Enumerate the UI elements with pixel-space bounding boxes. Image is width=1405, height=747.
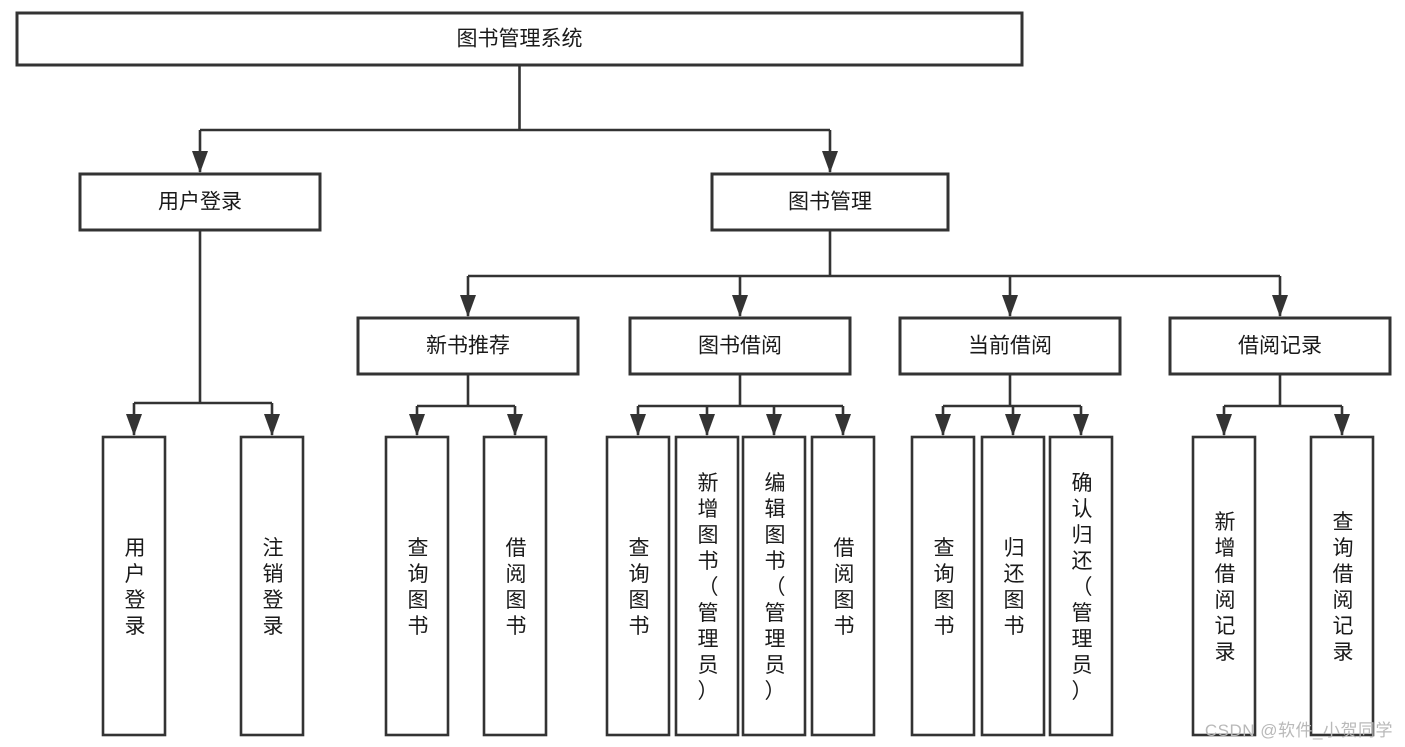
node-box[interactable]	[78, 172, 322, 232]
node-leaf-query-book-3[interactable]: 查询图书	[910, 435, 976, 737]
node-borrow-record[interactable]: 借阅记录	[1168, 316, 1392, 376]
node-current-borrow[interactable]: 当前借阅	[898, 316, 1122, 376]
node-leaf-return-book[interactable]: 归还图书	[980, 435, 1046, 737]
node-box[interactable]	[482, 435, 548, 737]
node-label: 借阅图书	[506, 537, 527, 638]
node-label: 查询图书	[408, 537, 429, 638]
arrowhead-icon	[1272, 295, 1288, 317]
arrowhead-icon	[507, 414, 523, 436]
arrowhead-icon	[1216, 414, 1232, 436]
arrowhead-icon	[1005, 414, 1021, 436]
node-label: 新增图书（管理员）	[698, 472, 719, 703]
node-box[interactable]	[1048, 435, 1114, 737]
node-label: 新书推荐	[426, 335, 510, 358]
node-leaf-logout[interactable]: 注销登录	[239, 435, 305, 737]
node-box[interactable]	[674, 435, 740, 737]
node-box[interactable]	[810, 435, 876, 737]
arrowhead-icon	[935, 414, 951, 436]
node-label: 编辑图书（管理员）	[765, 472, 786, 703]
node-label: 用户登录	[158, 191, 242, 214]
node-label: 图书管理	[788, 191, 872, 214]
node-box[interactable]	[15, 11, 1024, 67]
arrowhead-icon	[126, 414, 142, 436]
arrowhead-icon	[732, 295, 748, 317]
node-box[interactable]	[356, 316, 580, 376]
nodes-layer: 图书管理系统用户登录图书管理新书推荐图书借阅当前借阅借阅记录用户登录注销登录查询…	[15, 11, 1392, 737]
node-label: 注销登录	[263, 537, 284, 638]
arrowhead-icon	[1002, 295, 1018, 317]
node-box[interactable]	[628, 316, 852, 376]
watermark-text: CSDN @软件_小贺同学	[1204, 721, 1393, 740]
node-box[interactable]	[898, 316, 1122, 376]
arrowhead-icon	[630, 414, 646, 436]
node-leaf-edit-book[interactable]: 编辑图书（管理员）	[741, 435, 807, 737]
node-label: 当前借阅	[968, 335, 1052, 358]
node-leaf-confirm-return[interactable]: 确认归还（管理员）	[1048, 435, 1114, 737]
node-root-图书管理系统[interactable]: 图书管理系统	[15, 11, 1024, 67]
node-leaf-user-login[interactable]: 用户登录	[101, 435, 167, 737]
node-label: 查询图书	[629, 537, 650, 638]
node-leaf-query-record[interactable]: 查询借阅记录	[1309, 435, 1375, 737]
node-box[interactable]	[1191, 435, 1257, 737]
node-box[interactable]	[980, 435, 1046, 737]
node-book-manage[interactable]: 图书管理	[710, 172, 950, 232]
arrowhead-icon	[460, 295, 476, 317]
node-box[interactable]	[384, 435, 450, 737]
node-box[interactable]	[605, 435, 671, 737]
node-label: 归还图书	[1004, 537, 1025, 638]
arrowhead-icon	[192, 151, 208, 173]
node-user-login[interactable]: 用户登录	[78, 172, 322, 232]
node-box[interactable]	[710, 172, 950, 232]
node-box[interactable]	[101, 435, 167, 737]
node-leaf-add-book[interactable]: 新增图书（管理员）	[674, 435, 740, 737]
node-label: 确认归还（管理员）	[1072, 472, 1093, 703]
node-new-book-recommend[interactable]: 新书推荐	[356, 316, 580, 376]
node-label: 查询借阅记录	[1333, 511, 1354, 664]
node-box[interactable]	[1309, 435, 1375, 737]
arrowhead-icon	[409, 414, 425, 436]
arrowhead-icon	[699, 414, 715, 436]
node-leaf-query-book-2[interactable]: 查询图书	[605, 435, 671, 737]
arrowhead-icon	[822, 151, 838, 173]
node-label: 新增借阅记录	[1215, 511, 1236, 664]
node-box[interactable]	[910, 435, 976, 737]
node-label: 图书管理系统	[457, 28, 583, 51]
node-leaf-add-record[interactable]: 新增借阅记录	[1191, 435, 1257, 737]
node-label: 用户登录	[125, 537, 146, 638]
node-label: 图书借阅	[698, 335, 782, 358]
arrowhead-icon	[1073, 414, 1089, 436]
node-label: 借阅记录	[1238, 335, 1322, 358]
node-book-borrow[interactable]: 图书借阅	[628, 316, 852, 376]
node-leaf-borrow-book-2[interactable]: 借阅图书	[810, 435, 876, 737]
node-box[interactable]	[239, 435, 305, 737]
arrowhead-icon	[264, 414, 280, 436]
node-label: 查询图书	[934, 537, 955, 638]
arrowhead-icon	[835, 414, 851, 436]
node-box[interactable]	[741, 435, 807, 737]
node-label: 借阅图书	[834, 537, 855, 638]
node-leaf-borrow-book-1[interactable]: 借阅图书	[482, 435, 548, 737]
arrowhead-icon	[1334, 414, 1350, 436]
node-box[interactable]	[1168, 316, 1392, 376]
connectors-layer	[126, 65, 1350, 436]
node-leaf-query-book-1[interactable]: 查询图书	[384, 435, 450, 737]
arrowhead-icon	[766, 414, 782, 436]
